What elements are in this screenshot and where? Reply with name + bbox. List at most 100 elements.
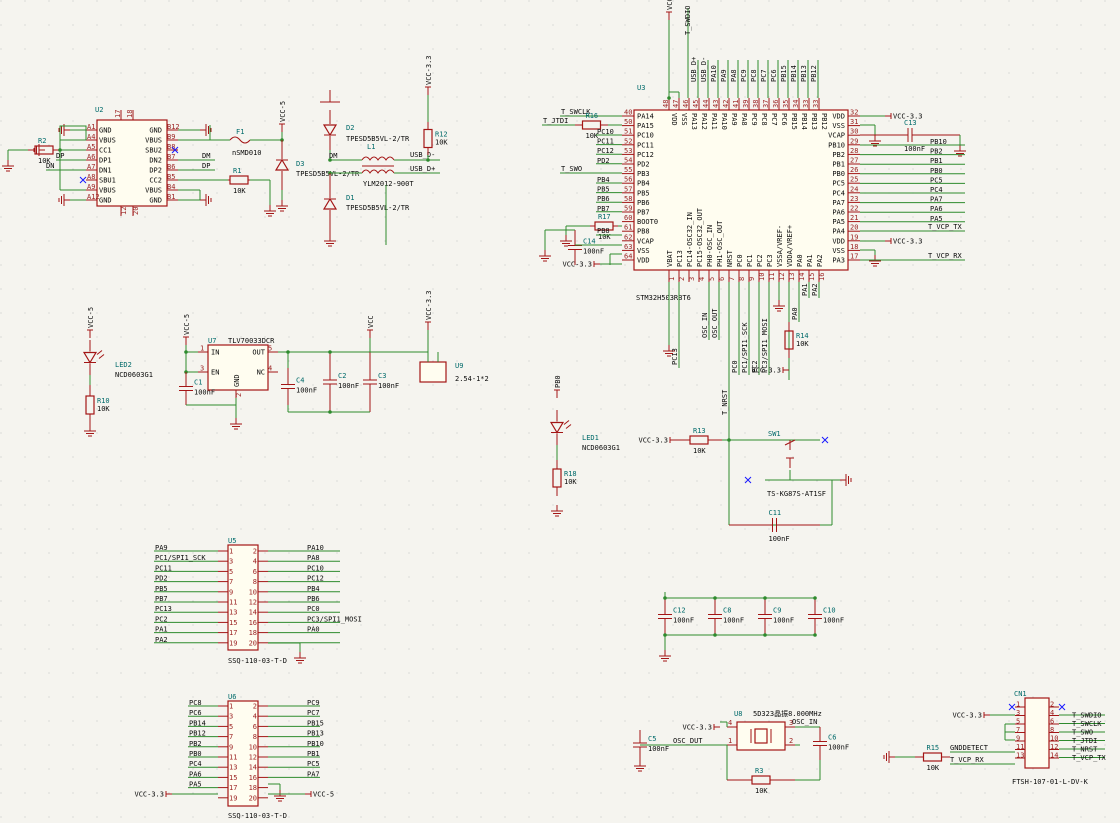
pin-number: 52 xyxy=(624,137,632,145)
value: 10K xyxy=(796,340,809,348)
net-label: PA2 xyxy=(811,283,819,296)
pin-number: B12 xyxy=(167,123,180,131)
net-label: USB_D- xyxy=(410,151,435,159)
junction-icon xyxy=(58,148,62,152)
pin-name: PA2 xyxy=(816,254,824,267)
value: 10K xyxy=(97,405,110,413)
value: 10K xyxy=(693,447,706,455)
pin-number: 9 xyxy=(748,277,756,281)
pin-number: 25 xyxy=(850,176,858,184)
net-label: PC13 xyxy=(671,348,679,365)
pin-number: 37 xyxy=(762,100,770,108)
pin-number: 1 xyxy=(229,548,233,556)
pin-number: 6 xyxy=(718,277,726,281)
junction-icon xyxy=(328,410,332,414)
net-label: T_VCP_TX xyxy=(928,223,963,231)
pin-name: PD2 xyxy=(637,161,650,169)
fuse-icon xyxy=(229,136,251,144)
ref: R12 xyxy=(435,131,448,139)
ground-icon xyxy=(294,652,306,664)
ref: U3 xyxy=(637,84,645,92)
ref: R1 xyxy=(233,167,241,175)
net-label: PB14 xyxy=(189,719,206,727)
power-label: VCC-3.3 xyxy=(425,290,433,320)
net-label: T_NRST xyxy=(721,389,729,415)
pin-name: PA11 xyxy=(710,113,718,130)
pin-name: GND xyxy=(233,374,241,387)
ref: U9 xyxy=(455,362,463,370)
resistor-icon xyxy=(423,128,433,149)
net-label: PC7 xyxy=(307,709,320,717)
net-label: PB10 xyxy=(930,138,947,146)
ground-icon xyxy=(324,235,336,247)
ground-icon xyxy=(869,255,881,267)
pin-number: 9 xyxy=(1016,735,1020,743)
net-label: PA6 xyxy=(189,770,202,778)
power-flag-icon xyxy=(305,791,312,797)
pin-name: PC11 xyxy=(637,141,654,149)
pin-name: NRST xyxy=(726,249,734,267)
ground-icon xyxy=(560,235,572,247)
pin-number: 8 xyxy=(253,578,257,586)
pin-number: 5 xyxy=(229,568,233,576)
power-label: VCC-3.3 xyxy=(952,712,982,720)
pin-number: A6 xyxy=(87,153,95,161)
pin-number: 39 xyxy=(742,100,750,108)
net-label: USB_D+ xyxy=(410,165,435,173)
power-flag-icon xyxy=(666,11,672,20)
power-label: VCC-5 xyxy=(313,791,334,799)
net-label: PB2 xyxy=(189,740,202,748)
net-label: PC5 xyxy=(307,760,320,768)
pin-name: DP2 xyxy=(149,167,162,175)
net-label: PA10 xyxy=(307,544,324,552)
pin-name: VCAP xyxy=(828,132,845,140)
pin-name: VDD xyxy=(832,113,845,121)
pin-number: 6 xyxy=(253,723,257,731)
ref: R18 xyxy=(564,470,577,478)
ground-icon xyxy=(659,650,671,662)
pin-number: 3 xyxy=(789,719,793,727)
ground-icon xyxy=(230,418,242,430)
ldo-regulator xyxy=(207,344,269,391)
pin-number: 14 xyxy=(249,609,257,617)
pin-number: 13 xyxy=(229,609,237,617)
power-flag-icon xyxy=(983,712,990,718)
pin-number: 63 xyxy=(624,243,632,251)
value: NCD0603G1 xyxy=(582,444,620,452)
value: 10K xyxy=(755,787,768,795)
pin-number: 16 xyxy=(249,774,257,782)
pin-name: VSS xyxy=(832,247,845,255)
pin-number: 44 xyxy=(702,100,710,108)
value: 100nF xyxy=(648,745,669,753)
net-label: USB_D- xyxy=(700,57,708,82)
ground-icon xyxy=(869,135,881,147)
pin-number: 57 xyxy=(624,185,632,193)
pin-name: SBU1 xyxy=(99,177,116,185)
ref: C10 xyxy=(823,607,836,615)
usb-c-connector xyxy=(96,119,168,207)
net-label: PD2 xyxy=(597,157,610,165)
resistor-icon xyxy=(751,775,771,785)
pin-number: 48 xyxy=(662,100,670,108)
net-label: DM xyxy=(202,152,210,160)
pin-number: 1 xyxy=(668,277,676,281)
ground-icon xyxy=(663,345,675,357)
net-label: PB7 xyxy=(155,595,168,603)
pin-number: 16 xyxy=(818,273,826,281)
ssq-header-u6 xyxy=(227,700,259,807)
pin-number: B1 xyxy=(167,193,175,201)
pin-number: 3 xyxy=(229,713,233,721)
net-label: DP xyxy=(202,162,210,170)
value: nSMD010 xyxy=(232,149,262,157)
net-label: PB4 xyxy=(307,585,320,593)
power-label: VCC-3.3 xyxy=(134,791,164,799)
ref: C4 xyxy=(296,377,304,385)
net-label: PA7 xyxy=(930,196,943,204)
wire xyxy=(59,125,87,140)
value: 10K xyxy=(598,233,611,241)
value: 100nF xyxy=(338,382,359,390)
pin-name: CC2 xyxy=(149,177,162,185)
pin-name: PB15 xyxy=(790,113,798,130)
pin-name: VSS xyxy=(680,113,688,126)
resistor-icon xyxy=(922,752,943,762)
